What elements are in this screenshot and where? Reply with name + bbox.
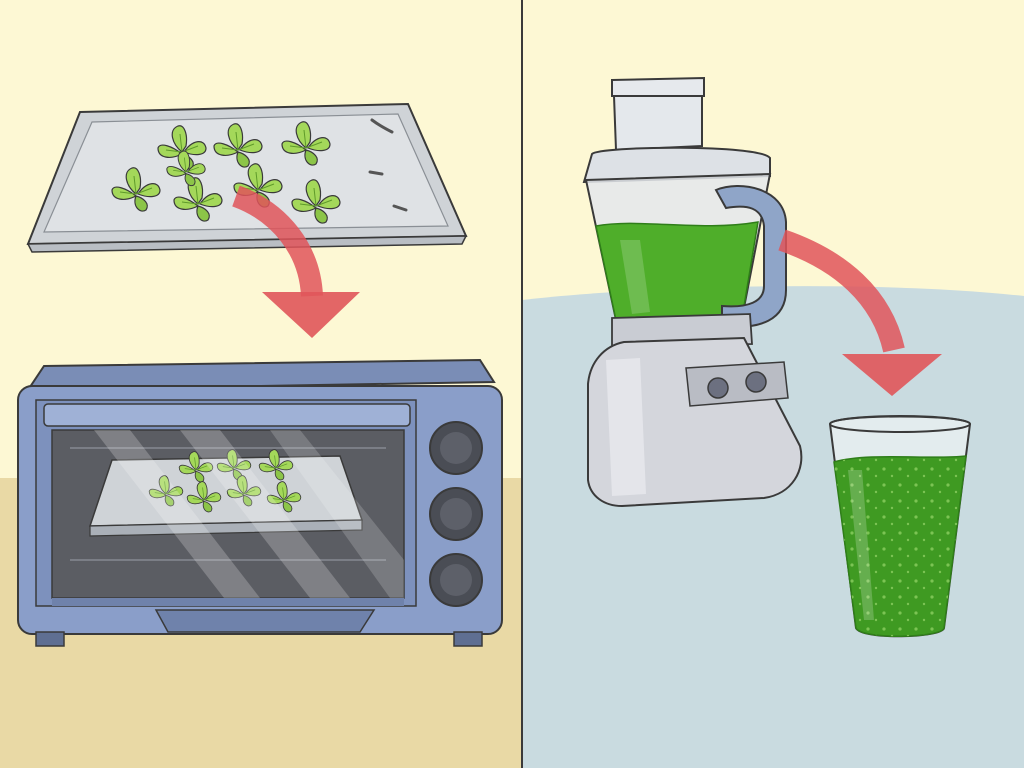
arrow-down-icon: [231, 185, 360, 338]
oven-knobs: [429, 421, 483, 607]
arrow-curve-icon: [778, 229, 942, 396]
oven-tray: [88, 449, 364, 537]
blender-juice: [595, 221, 759, 321]
juice-glass: [828, 415, 972, 638]
baking-tray: [26, 102, 468, 253]
toaster-oven: [17, 358, 503, 647]
blender: [582, 76, 803, 508]
blender-buttons: [707, 371, 767, 399]
